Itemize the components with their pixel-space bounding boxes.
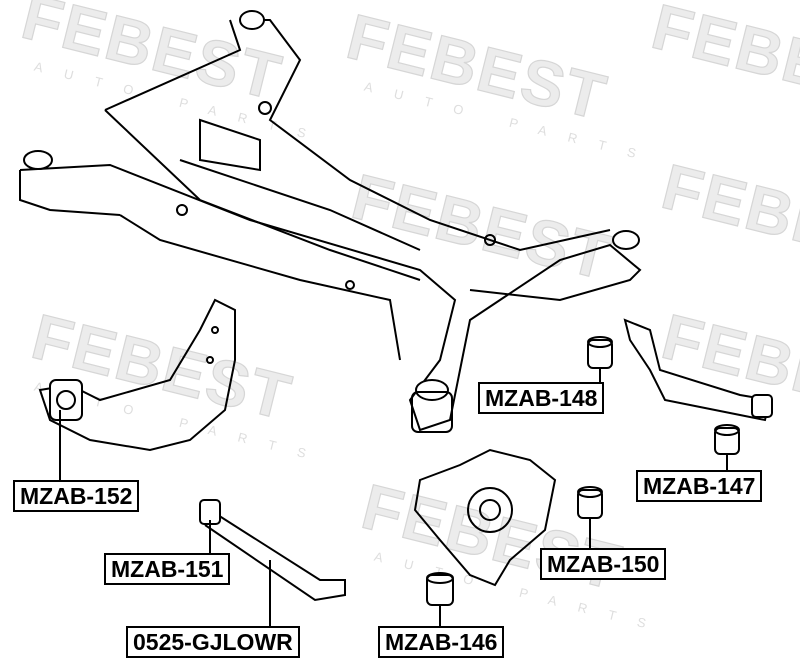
trailing-arm: [38, 298, 236, 452]
part-label-mzab-146: MZAB-146: [378, 626, 505, 658]
knuckle: [413, 448, 557, 587]
subframe: [19, 10, 642, 433]
part-label-mzab-150: MZAB-150: [540, 548, 667, 580]
part-label-mzab-148: MZAB-148: [478, 382, 605, 414]
bushings: [426, 336, 740, 606]
lateral-link: [199, 499, 346, 602]
part-label-mzab-151: MZAB-151: [104, 553, 231, 585]
part-label-mzab-147: MZAB-147: [636, 470, 763, 502]
part-label-0525-gjlowr: 0525-GJLOWR: [126, 626, 300, 658]
upper-control-arm: [623, 318, 773, 422]
leader-lines: [59, 368, 728, 628]
part-label-mzab-152: MZAB-152: [13, 480, 140, 512]
